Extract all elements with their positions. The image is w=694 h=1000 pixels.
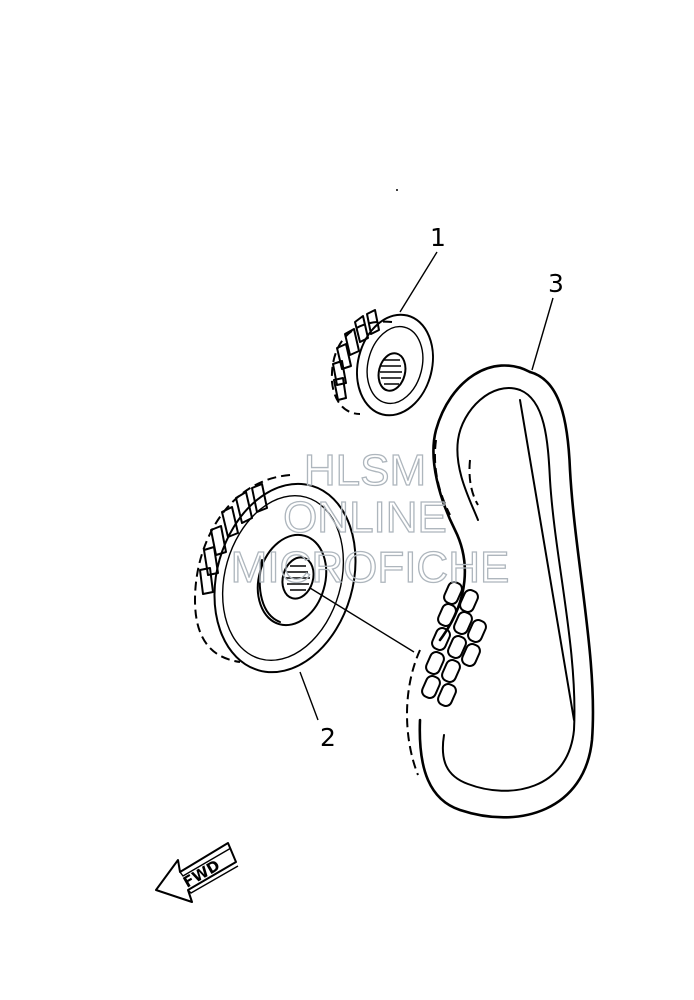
leader-lines [299,251,554,721]
small-sprocket[interactable] [330,307,443,424]
watermark-line-2: ONLINE [283,493,447,542]
drive-chain[interactable] [406,364,595,819]
watermark-line-1: HLSM [304,446,426,495]
large-sprocket[interactable] [193,467,377,689]
callout-part-1: 1 [430,223,446,252]
watermark-line-3: MICROFICHE [231,543,510,592]
fwd-arrow-icon [155,842,237,903]
callout-part-2: 2 [320,723,336,752]
stray-dot [396,189,398,191]
watermark: HLSM ONLINE MICROFICHE [230,445,510,592]
callout-part-3: 3 [548,269,564,298]
forward-direction-arrow: FWD [155,842,239,903]
chain-links-detail [421,581,487,707]
